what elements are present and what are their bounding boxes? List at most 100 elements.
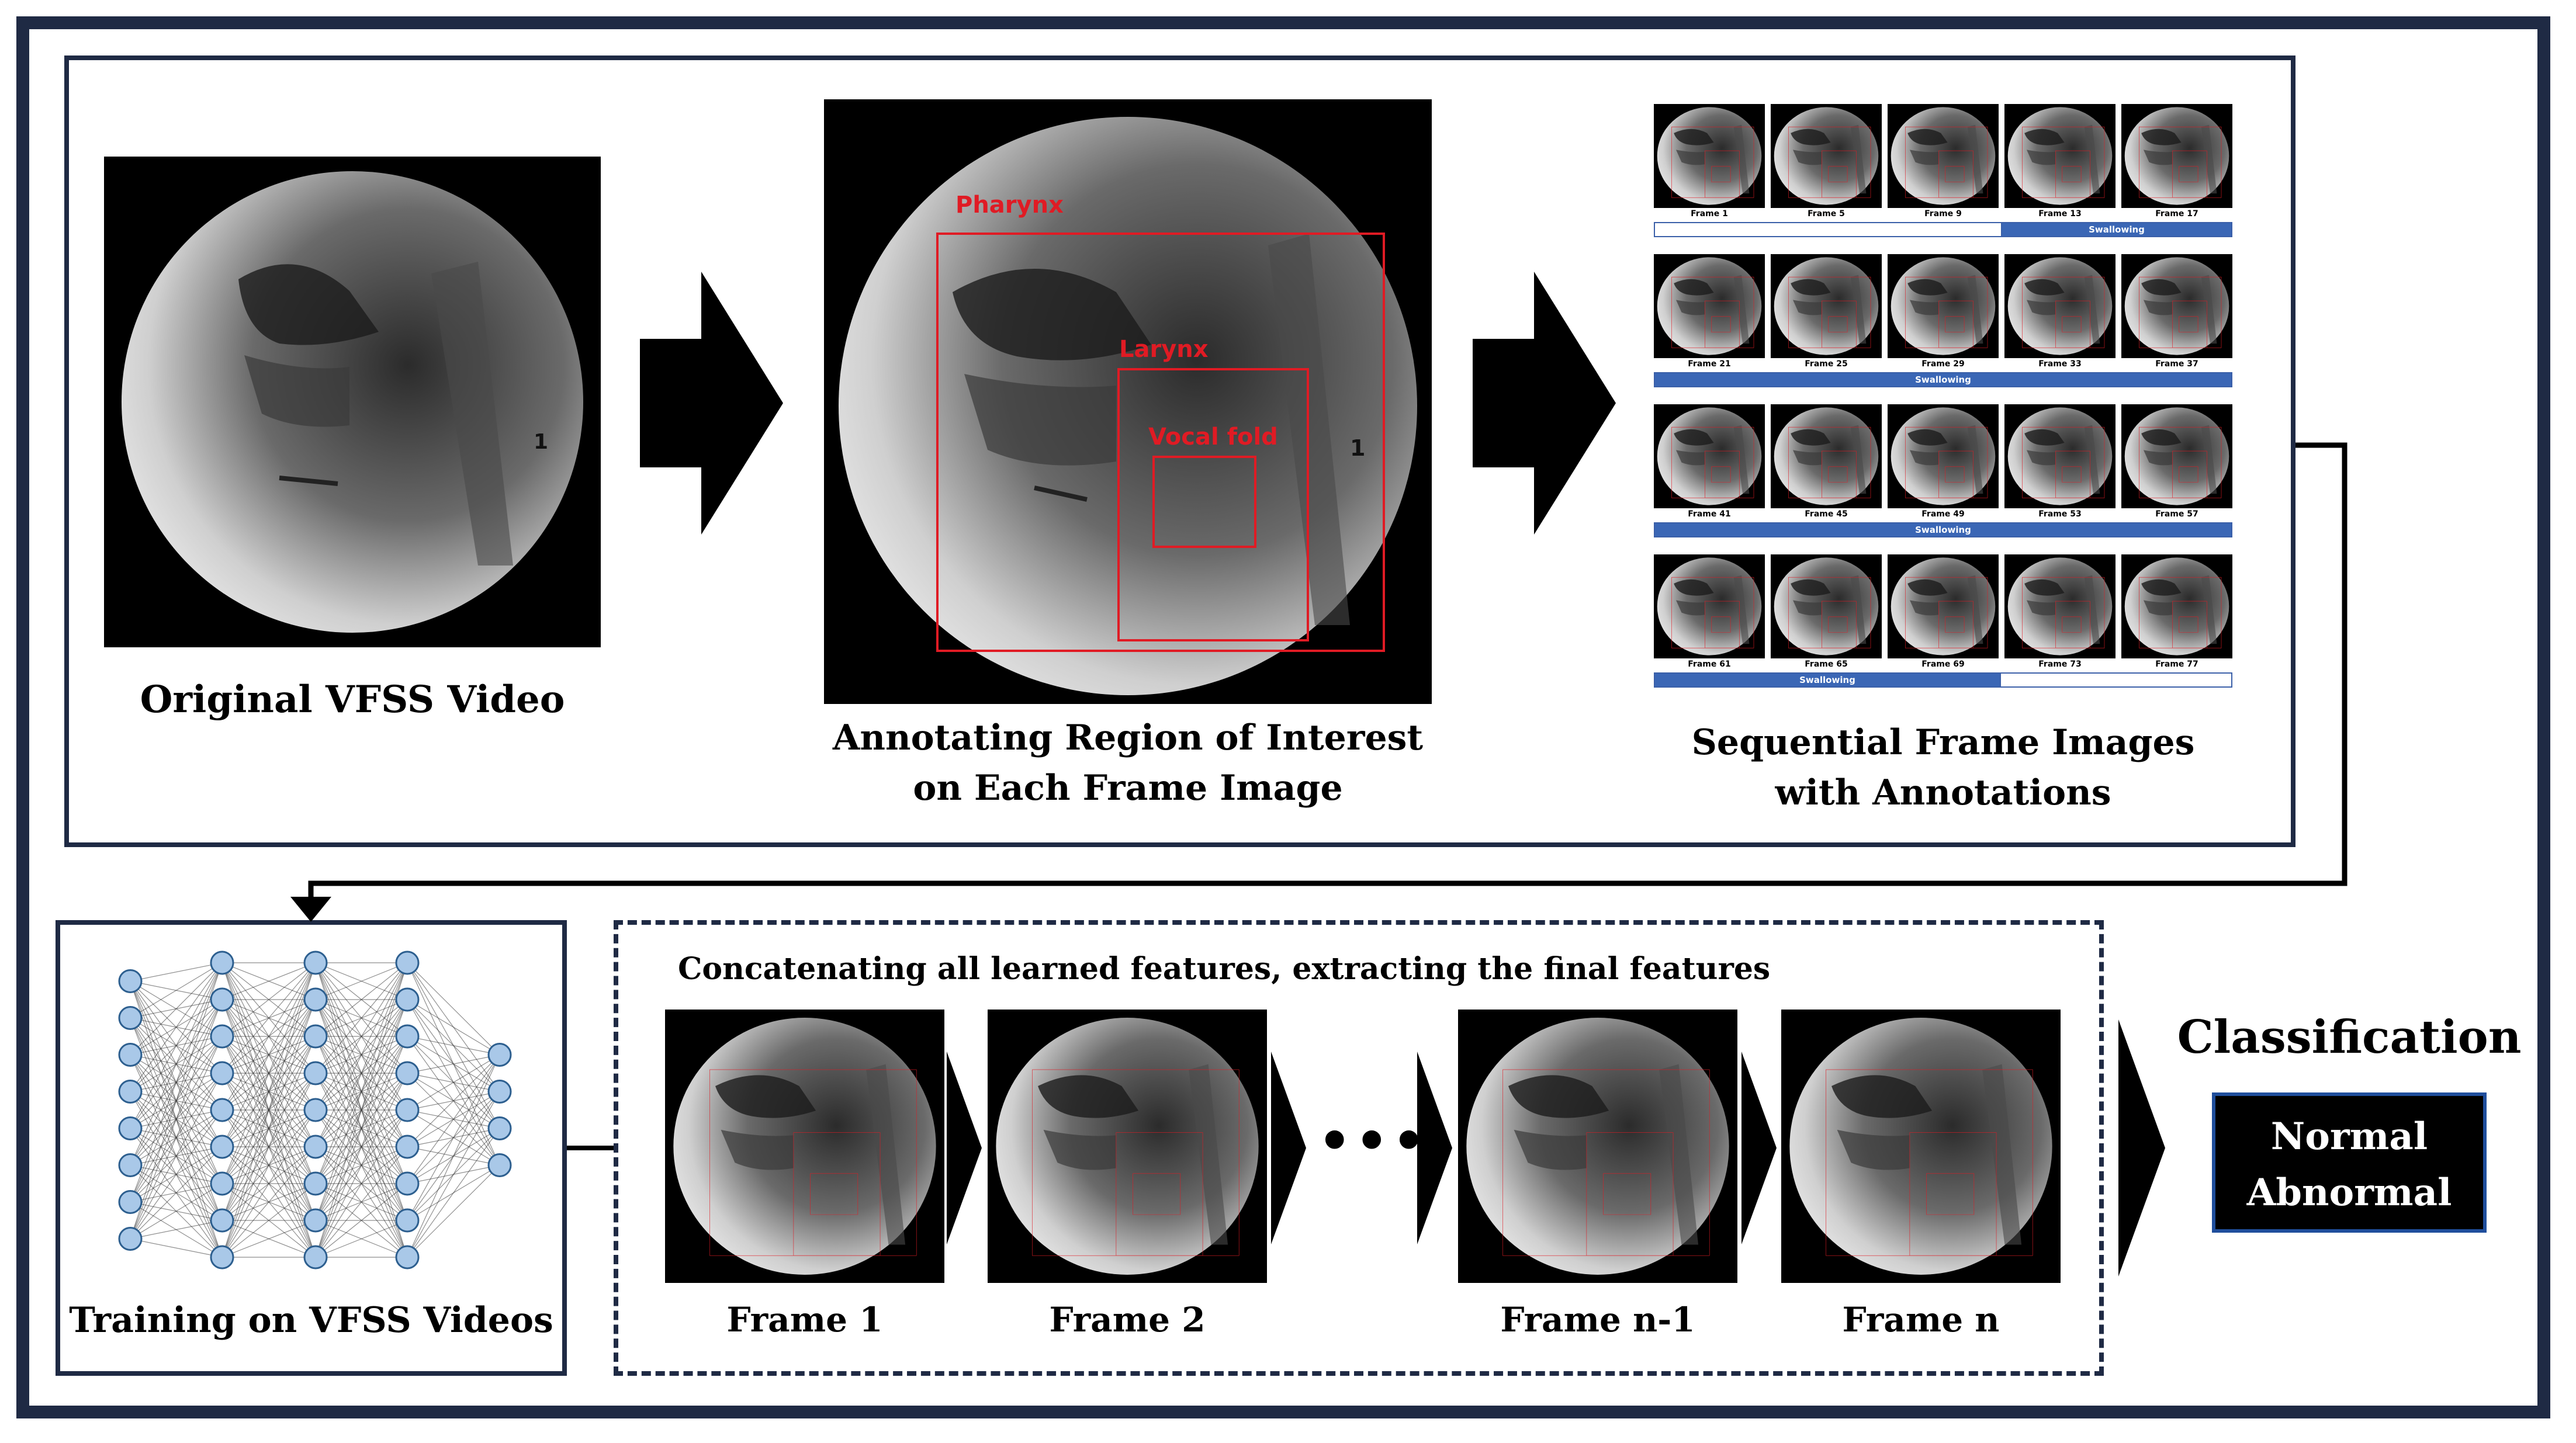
network-edge	[315, 1146, 408, 1258]
ellipsis: •••	[1318, 1110, 1429, 1172]
network-node	[303, 1135, 328, 1159]
network-node	[118, 1116, 143, 1140]
arrow-right-icon	[1271, 1052, 1306, 1244]
grid-frame-label: Frame 1	[1691, 209, 1728, 218]
network-node	[210, 1098, 234, 1122]
grid-frame-label: Frame 41	[1688, 509, 1731, 519]
network-node	[395, 1171, 420, 1196]
arrow-right-icon	[1417, 1052, 1452, 1244]
network-edge	[315, 999, 408, 1258]
network-node	[210, 1208, 234, 1233]
network-edge	[315, 962, 408, 1111]
network-edge	[315, 962, 408, 1147]
network-edge	[221, 1109, 316, 1258]
roi-label-pharynx: Pharynx	[955, 192, 1064, 218]
network-node	[487, 1043, 512, 1067]
network-node	[118, 969, 143, 993]
network-edge	[130, 1183, 223, 1240]
network-node	[303, 1061, 328, 1085]
network-node	[303, 1245, 328, 1269]
network-edge	[221, 962, 316, 1184]
grid-frame-thumbnail	[2004, 104, 2115, 208]
label-annotating-line2: on Each Frame Image	[913, 768, 1343, 809]
grid-frame-label: Frame 13	[2038, 209, 2082, 218]
network-edge	[315, 962, 408, 1184]
network-node	[487, 1080, 512, 1104]
network-edge	[130, 962, 223, 1129]
network-node	[395, 1098, 420, 1122]
grid-frame-thumbnail	[1888, 554, 1999, 658]
network-edge	[130, 1238, 223, 1258]
frame-image	[1458, 1010, 1737, 1283]
network-edge	[221, 962, 316, 1258]
network-edge	[130, 962, 223, 1055]
network-node	[118, 1043, 143, 1067]
arrow-right-icon	[947, 1052, 982, 1244]
frame-image	[1781, 1010, 2061, 1283]
grid-frame-thumbnail	[1654, 554, 1765, 658]
network-edge	[315, 962, 408, 1074]
roi-larynx-box	[1117, 368, 1309, 641]
network-node	[303, 951, 328, 975]
network-edge	[130, 1146, 223, 1239]
frame-label: Frame 1	[726, 1300, 883, 1340]
network-edge	[315, 1183, 408, 1258]
grid-frame-label: Frame 5	[1808, 209, 1845, 218]
network-edge	[315, 1073, 408, 1258]
roi-label-larynx: Larynx	[1119, 336, 1209, 363]
grid-frame-thumbnail	[2121, 254, 2232, 358]
grid-frame-thumbnail	[2004, 554, 2115, 658]
network-node	[395, 1208, 420, 1233]
grid-frame-thumbnail	[2004, 254, 2115, 358]
network-edge	[221, 1183, 316, 1258]
network-edge	[221, 962, 316, 1147]
label-training: Training on VFSS Videos	[69, 1300, 553, 1341]
grid-frame-label: Frame 53	[2038, 509, 2082, 519]
grid-frame-label: Frame 33	[2038, 359, 2082, 369]
network-edge	[407, 1128, 500, 1258]
grid-frame-label: Frame 17	[2155, 209, 2198, 218]
network-node	[210, 951, 234, 975]
network-node	[303, 987, 328, 1012]
grid-frame-thumbnail	[2004, 404, 2115, 508]
grid-frame-thumbnail	[1888, 404, 1999, 508]
network-edge	[130, 1109, 223, 1239]
network-node	[210, 1024, 234, 1049]
network-edge	[315, 1036, 408, 1258]
network-edge	[130, 962, 223, 1239]
network-edge	[221, 962, 316, 1074]
grid-frame-thumbnail	[1771, 404, 1882, 508]
swallowing-bar: Swallowing	[1654, 522, 2232, 537]
label-concatenating: Concatenating all learned features, extr…	[678, 951, 1771, 987]
swallowing-bar: Swallowing	[1654, 672, 2001, 688]
frame-label: Frame 2	[1049, 1300, 1206, 1340]
label-original-vfss: Original VFSS Video	[140, 678, 565, 722]
grid-frame-label: Frame 37	[2155, 359, 2198, 369]
label-classification: Classification	[2177, 1011, 2522, 1064]
network-node	[395, 951, 420, 975]
network-edge	[315, 1220, 408, 1258]
grid-frame-thumbnail	[1888, 254, 1999, 358]
network-node	[118, 1153, 143, 1177]
grid-frame-thumbnail	[1771, 104, 1882, 208]
grid-frame-label: Frame 9	[1924, 209, 1962, 218]
network-edge	[130, 1220, 223, 1240]
network-edge	[221, 999, 316, 1258]
network-node	[210, 1061, 234, 1085]
network-node	[395, 987, 420, 1012]
grid-frame-label: Frame 57	[2155, 509, 2198, 519]
network-edge	[315, 962, 408, 1000]
network-node	[395, 1061, 420, 1085]
label-annotating: Annotating Region of Interest on Each Fr…	[801, 713, 1455, 813]
network-edge	[407, 1036, 500, 1056]
network-edge	[221, 1036, 316, 1258]
network-edge	[315, 1109, 408, 1258]
network-edge	[407, 1054, 500, 1074]
network-edge	[407, 999, 500, 1056]
network-node	[118, 1080, 143, 1104]
network-edge	[221, 962, 316, 1111]
grid-frame-thumbnail	[1654, 104, 1765, 208]
neural-network-diagram	[118, 951, 512, 1269]
network-edge	[221, 1073, 316, 1258]
label-annotating-line1: Annotating Region of Interest	[832, 717, 1424, 758]
